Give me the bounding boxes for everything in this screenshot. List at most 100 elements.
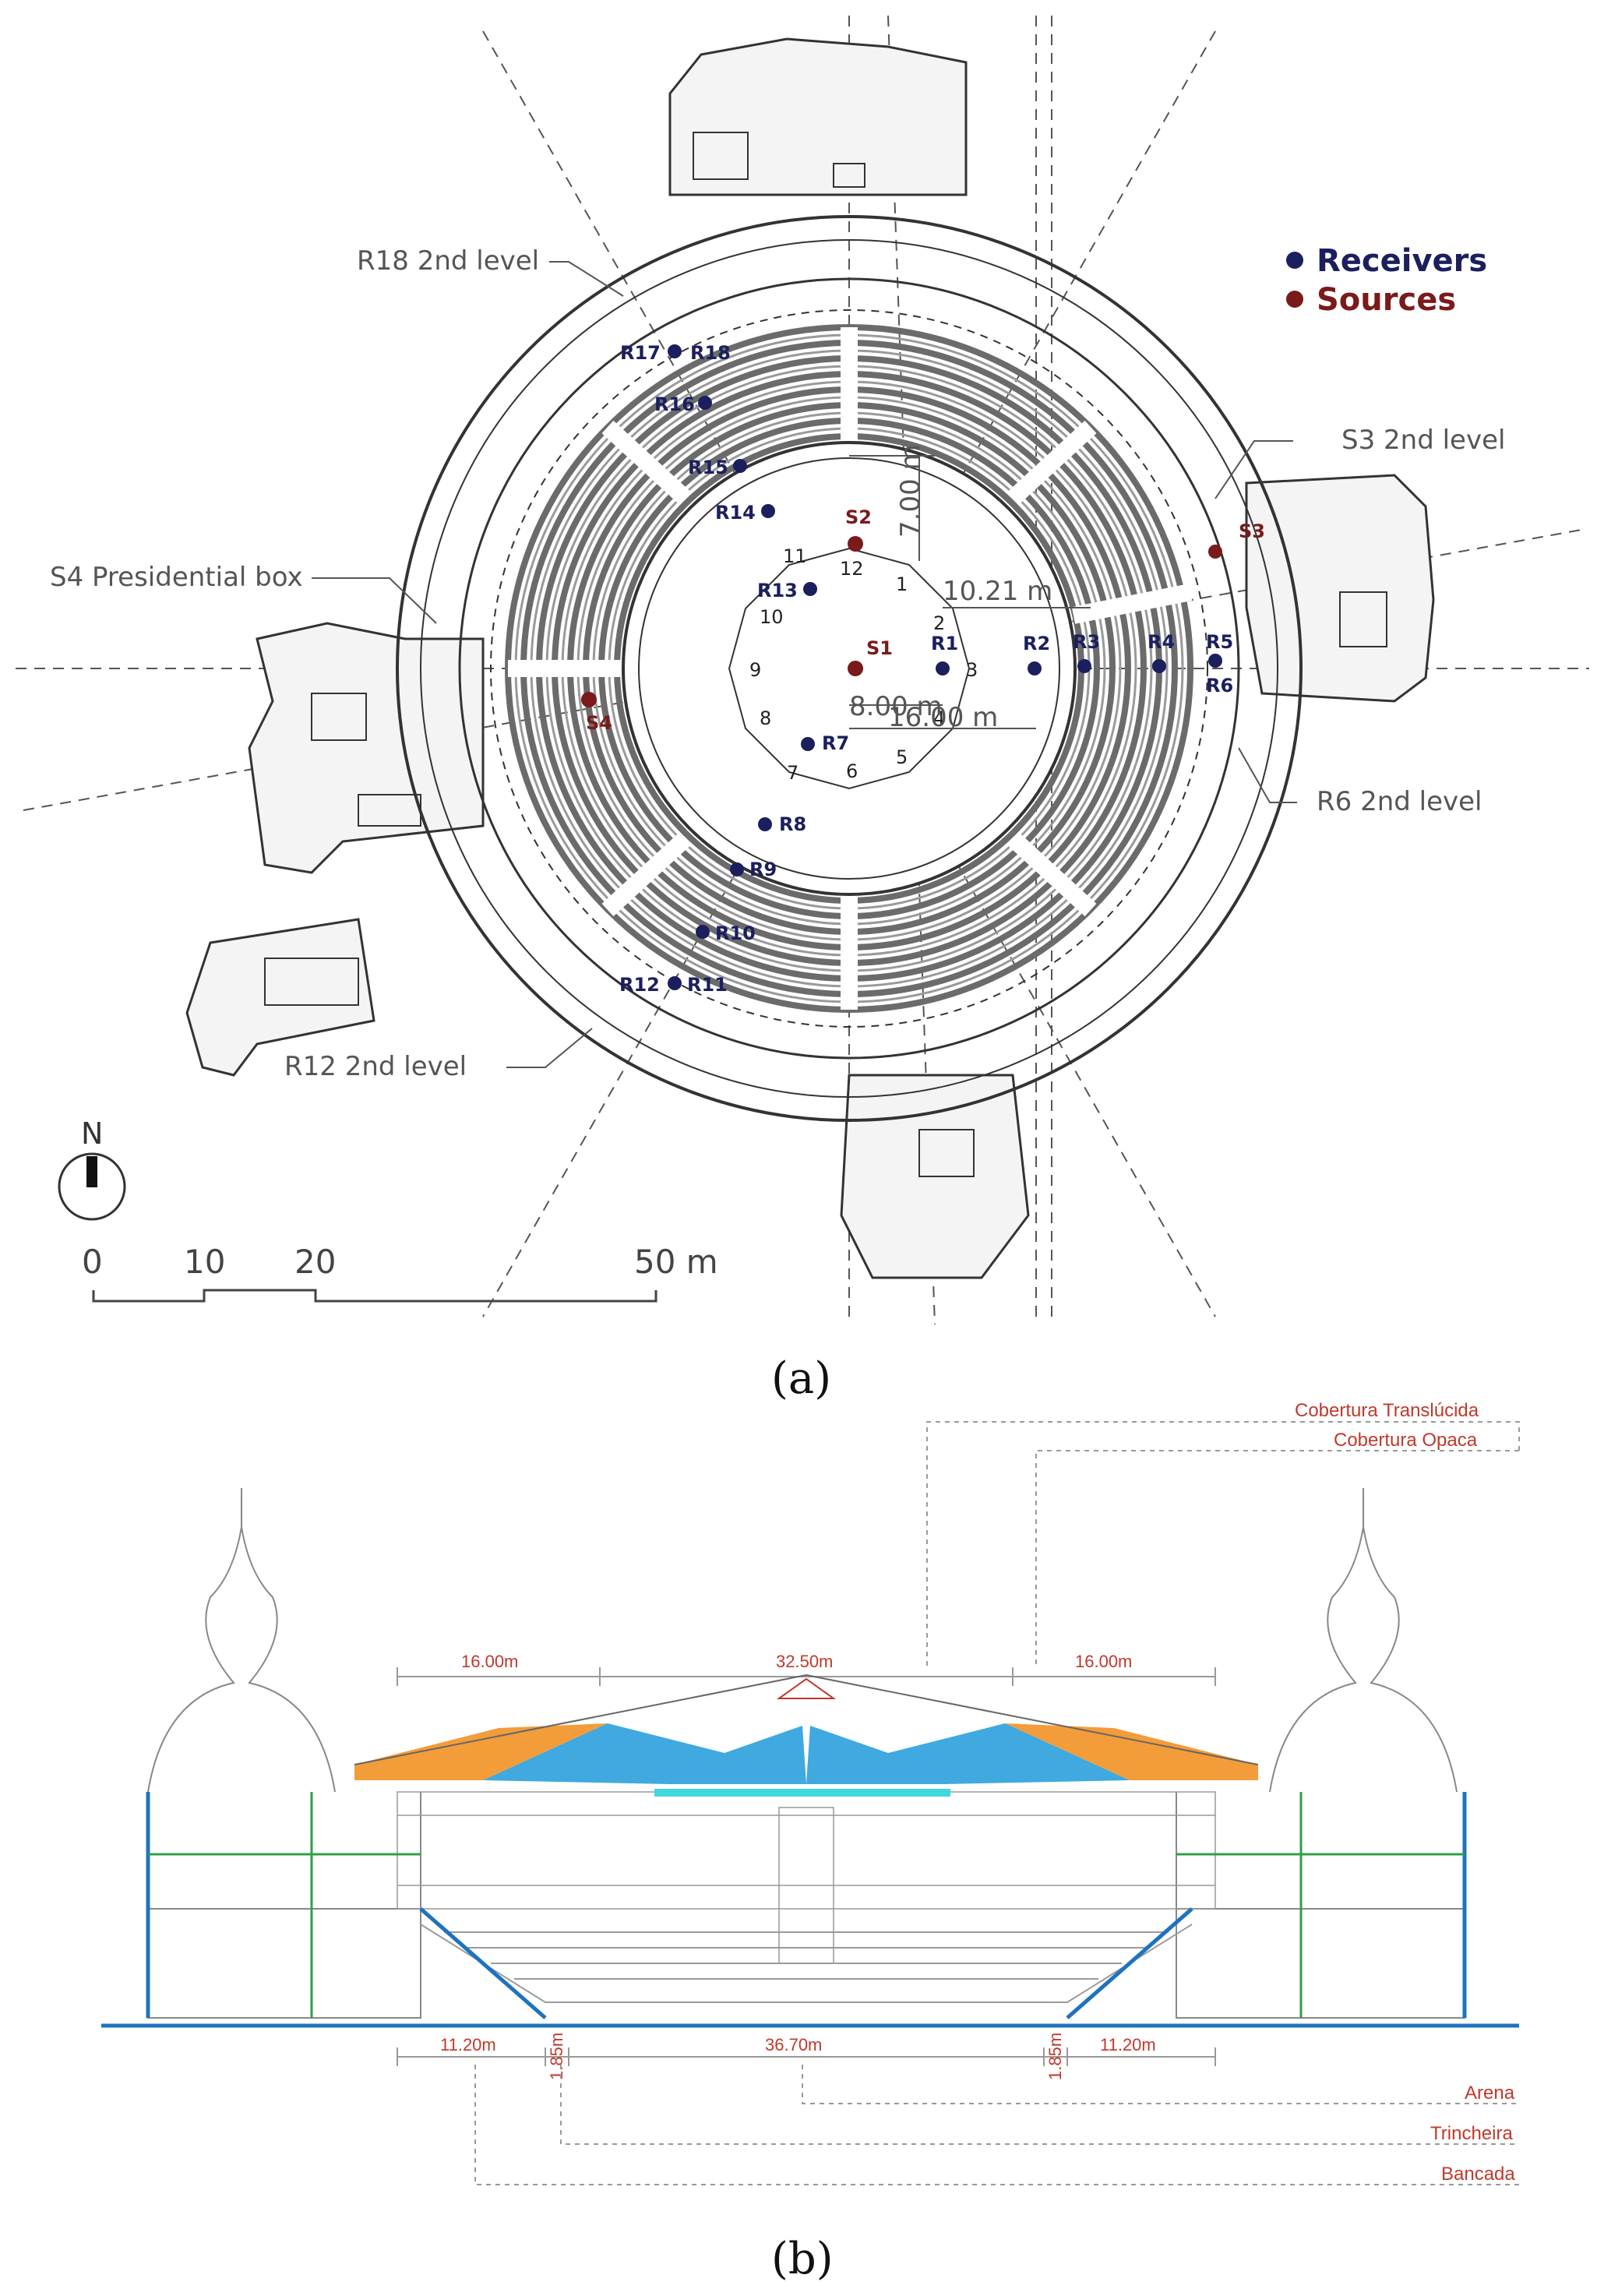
bottom-dim-right: 11.20m bbox=[1100, 2035, 1156, 2054]
receiver-marker-r7 bbox=[801, 737, 815, 751]
source-marker-s1 bbox=[848, 661, 863, 676]
scale-label-20: 20 bbox=[294, 1243, 336, 1281]
receiver-label-r16: R16 bbox=[654, 393, 695, 415]
receiver-marker-r9 bbox=[730, 862, 744, 876]
receiver-label-r9: R9 bbox=[749, 859, 777, 880]
label-arena: Arena bbox=[1465, 2083, 1515, 2104]
source-legend-marker bbox=[1286, 291, 1303, 308]
section-top-leaders bbox=[926, 1421, 1520, 1667]
sector-7: 7 bbox=[787, 762, 798, 784]
receiver-marker-r11 bbox=[668, 976, 682, 990]
bottom-dim-trench-left: 1.85m bbox=[547, 2033, 566, 2080]
sector-11: 11 bbox=[783, 545, 807, 567]
sector-4: 4 bbox=[933, 707, 945, 729]
caption-a: (a) bbox=[771, 1353, 831, 1404]
north-arrow: N bbox=[58, 1116, 126, 1221]
callout-r18: R18 2nd level bbox=[357, 245, 539, 277]
source-label-s3: S3 bbox=[1239, 520, 1265, 542]
receiver-marker-r16 bbox=[698, 396, 712, 410]
bottom-dim-trench-right: 1.85m bbox=[1045, 2033, 1065, 2080]
plan-rings bbox=[396, 215, 1303, 1122]
sector-5: 5 bbox=[896, 746, 908, 768]
receiver-label-r7: R7 bbox=[822, 732, 849, 754]
source-marker-s4 bbox=[581, 692, 597, 707]
receiver-label-r11: R11 bbox=[687, 974, 728, 996]
dim-8m: 8.00 m bbox=[849, 691, 943, 722]
sources-legend-label: Sources bbox=[1317, 282, 1456, 318]
receiver-marker-r17 bbox=[668, 344, 682, 358]
source-marker-s2 bbox=[848, 536, 863, 552]
sources: S1 S2 S3 S4 bbox=[581, 506, 1265, 734]
callout-s4: S4 Presidential box bbox=[50, 562, 303, 593]
receiver-marker-r4 bbox=[1152, 659, 1166, 673]
receiver-label-r3: R3 bbox=[1073, 631, 1100, 653]
scale-label-10: 10 bbox=[184, 1243, 225, 1281]
opaque-roof-right bbox=[1005, 1723, 1258, 1780]
plan-dimension-lines bbox=[849, 455, 1091, 729]
scale-label-0: 0 bbox=[82, 1243, 103, 1281]
callout-r6: R6 2nd level bbox=[1317, 786, 1482, 817]
receiver-marker-r13 bbox=[803, 582, 817, 596]
label-bancada: Bancada bbox=[1441, 2164, 1515, 2185]
dim-7m: 7.00 m bbox=[895, 444, 926, 538]
receivers-legend-label: Receivers bbox=[1317, 243, 1487, 279]
receiver-label-r8: R8 bbox=[779, 813, 806, 835]
label-cobertura-translucida: Cobertura Translúcida bbox=[1295, 1400, 1479, 1421]
receiver-label-r1: R1 bbox=[931, 633, 958, 654]
receiver-label-r13: R13 bbox=[757, 580, 798, 601]
section-panel: Cobertura Translúcida Cobertura Opaca 16… bbox=[101, 1400, 1520, 2284]
top-dim-center: 32.50m bbox=[776, 1652, 833, 1671]
plan-legend: Receivers Sources bbox=[1286, 243, 1487, 318]
roof-crown bbox=[776, 1677, 837, 1699]
caption-b: (b) bbox=[771, 2234, 834, 2284]
section-structure-green bbox=[148, 1792, 1465, 2018]
plan-leaders bbox=[312, 261, 1297, 1068]
sector-9: 9 bbox=[749, 659, 761, 681]
section-facade bbox=[397, 1791, 1216, 1964]
label-cobertura-opaca: Cobertura Opaca bbox=[1334, 1430, 1478, 1451]
scale-bar: 0 10 20 50 m bbox=[82, 1243, 718, 1303]
receiver-label-r18: R18 bbox=[690, 342, 731, 364]
receiver-label-r12: R12 bbox=[619, 974, 660, 996]
north-label: N bbox=[81, 1116, 103, 1151]
receiver-marker-r15 bbox=[733, 459, 747, 473]
section-bottom-dimension bbox=[397, 2047, 1216, 2066]
top-dim-right: 16.00m bbox=[1075, 1652, 1132, 1671]
section-bottom-leaders bbox=[474, 2065, 1519, 2185]
section-top-dimension bbox=[397, 1667, 1216, 1686]
receiver-marker-r2 bbox=[1028, 661, 1042, 675]
receiver-marker-r3 bbox=[1077, 659, 1091, 673]
receiver-label-r2: R2 bbox=[1023, 633, 1050, 654]
receiver-label-r15: R15 bbox=[688, 457, 728, 478]
top-dim-left: 16.00m bbox=[461, 1652, 518, 1671]
dim-10-21m: 10.21 m bbox=[943, 576, 1052, 607]
plan-panel: Receivers Sources R18 2nd level S3 2nd l… bbox=[16, 15, 1589, 1404]
translucent-roof-right bbox=[806, 1723, 1130, 1784]
receiver-label-r10: R10 bbox=[715, 922, 756, 944]
receiver-label-r6: R6 bbox=[1206, 675, 1233, 697]
callout-r12: R12 2nd level bbox=[284, 1051, 467, 1082]
receiver-marker-r8 bbox=[758, 817, 772, 831]
translucent-roof-left bbox=[483, 1723, 806, 1784]
receiver-marker-r10 bbox=[696, 925, 710, 939]
receiver-marker-r14 bbox=[761, 504, 775, 518]
sector-2: 2 bbox=[933, 612, 945, 634]
plan-aisles bbox=[508, 327, 1193, 1010]
scale-label-50: 50 m bbox=[634, 1243, 718, 1281]
dim-16m: 16.00 m bbox=[888, 702, 998, 733]
section-seating bbox=[420, 1924, 1193, 2003]
sector-10: 10 bbox=[760, 606, 784, 628]
source-label-s1: S1 bbox=[866, 637, 893, 659]
label-trincheira: Trincheira bbox=[1430, 2123, 1513, 2144]
receiver-marker-r5 bbox=[1208, 654, 1222, 668]
source-label-s2: S2 bbox=[845, 506, 872, 528]
section-right-building bbox=[1176, 1488, 1465, 2019]
receiver-label-r4: R4 bbox=[1148, 631, 1175, 653]
sector-1: 1 bbox=[896, 573, 908, 595]
section-left-building bbox=[147, 1488, 421, 2019]
section-structure bbox=[101, 1792, 1519, 2028]
receivers: R1 R2 R3 R4 R5 R6 R7 R8 R9 R10 R11 R12 R… bbox=[619, 342, 1233, 996]
receiver-label-r14: R14 bbox=[715, 502, 756, 524]
sector-labels: 1 2 3 4 5 6 7 8 9 10 11 12 bbox=[749, 545, 978, 784]
